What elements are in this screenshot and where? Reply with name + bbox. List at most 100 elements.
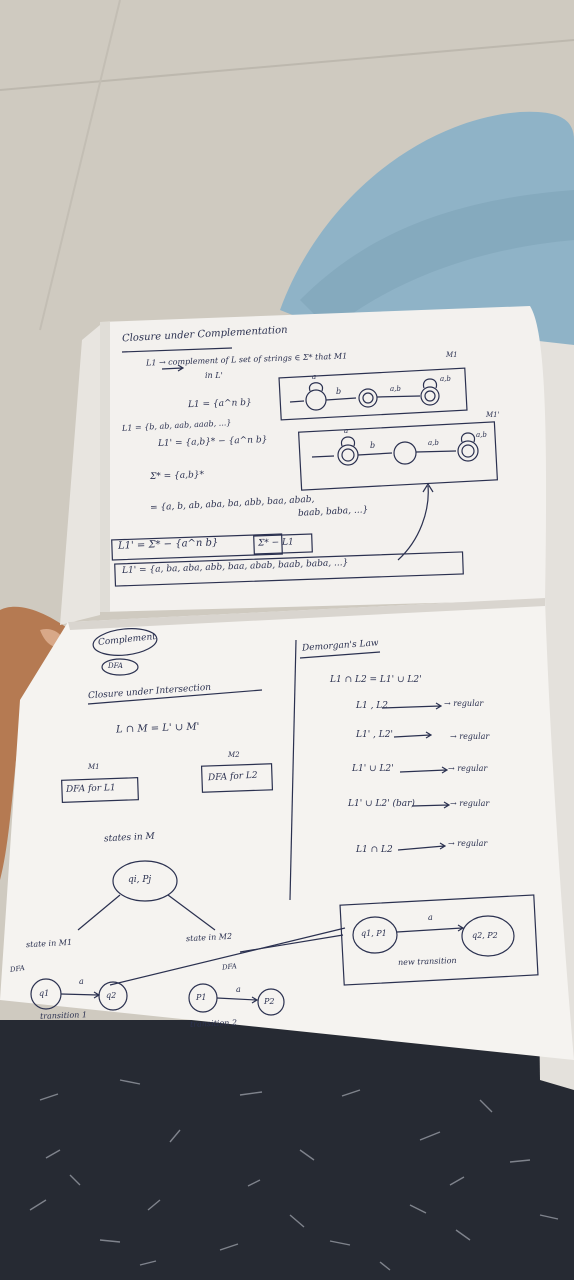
dfa-m1prime-state-1	[393, 441, 417, 465]
state-q2-circle	[98, 981, 128, 1011]
top-page	[100, 306, 547, 612]
boxed-eq1b: Σ* − L1	[257, 537, 294, 549]
demorgan-row-1-expr: L1 ∩ L2 = L1' ∪ L2'	[330, 675, 422, 685]
dfa-l2-box	[200, 763, 274, 793]
dfa-small-circle	[101, 658, 139, 676]
demorgan-arrow-1	[381, 702, 443, 710]
dfa-small: DFA	[108, 662, 123, 670]
new-transition-edge	[396, 924, 465, 933]
dfa-m1prime-state-2	[457, 440, 479, 462]
pair-q2p2-label: q2, P2	[472, 931, 498, 940]
dfa-m1-loop-2	[422, 378, 438, 389]
state-p1-label: P1	[196, 993, 207, 1002]
transition2-edge	[216, 996, 259, 1004]
demorgan-row-4-result: → regular	[448, 764, 488, 773]
dfa-m1prime-loop-2	[460, 432, 476, 443]
dfa1-edge2-label: a,b	[390, 385, 401, 393]
page-fold-shadow	[68, 598, 545, 630]
lap-fabric	[0, 1020, 574, 1280]
dfa-m1prime-start	[311, 455, 335, 458]
vertical-divider	[289, 639, 297, 901]
bottom-page	[0, 598, 574, 1060]
transition-2: transition 2	[189, 1018, 238, 1029]
dfa1-loop2-label: a,b	[440, 375, 451, 383]
dfa-m1prime-edge-b	[357, 452, 393, 456]
pair-q2p2-circle	[461, 915, 515, 957]
dfa-m1-edge-b	[325, 397, 357, 401]
edge-a-right: a	[236, 985, 241, 994]
complement-title-circle	[92, 628, 158, 656]
demorgan-row-3-result: → regular	[450, 732, 490, 741]
dfa-l1-box	[61, 777, 139, 803]
dfa-m1prime-edge-ab	[415, 450, 457, 453]
dfa-m1prime-loop-0	[340, 436, 356, 447]
demorgan-arrow-5	[397, 842, 447, 851]
dfa-m1-state-2-inner	[424, 390, 436, 402]
dfa-m1-loop-0	[308, 382, 324, 392]
dfa-m1-box	[278, 367, 468, 421]
fabric-pattern	[29, 1079, 559, 1271]
top-line2: in L'	[205, 371, 223, 380]
floor-tile-seam-2	[39, 0, 121, 331]
demorgan-row-3-expr: L1' , L2'	[356, 730, 393, 740]
page-stack-edge	[60, 325, 100, 625]
dfa-m1-start-arrow	[289, 400, 305, 403]
sigma-def: Σ* = {a,b}*	[149, 470, 205, 482]
dfa1-loop-label: a	[312, 373, 317, 381]
pair-q1p1-label: q1, P1	[361, 929, 387, 938]
demorgan-row-5-expr: L1' ∪ L2' (bar)	[348, 799, 415, 809]
dfa-m1-edge-ab	[376, 395, 421, 398]
boxed-eq1b-frame	[253, 533, 313, 555]
dfa2-edge1-label: b	[370, 441, 376, 450]
pair-state-circle	[112, 860, 178, 902]
top-page-drawings	[111, 347, 499, 587]
m1-prime-label: M1'	[486, 411, 500, 419]
m2-bottom-label: M2	[228, 751, 240, 759]
new-transition-edge-label: a	[428, 913, 433, 922]
demorgan-arrow-2	[393, 731, 433, 739]
dfa-m1prime-box	[297, 421, 499, 491]
m1-bottom-label: M1	[88, 763, 100, 771]
boxed-eq1-frame	[111, 533, 283, 561]
link-m2-to-box	[239, 934, 344, 953]
floor-tile-seam	[0, 39, 574, 91]
m1-label: M1	[446, 351, 458, 359]
dfa2-loop-label: a	[344, 427, 349, 435]
demorgan-row-6-expr: L1 ∩ L2	[356, 845, 393, 855]
dfa-m1-state-2	[420, 386, 440, 406]
heading-underline	[121, 347, 233, 353]
state-p2-circle	[257, 988, 285, 1016]
new-transition-box	[339, 894, 539, 986]
dfa-m1prime-state-2-inner	[461, 444, 475, 458]
tree-branch-left	[77, 894, 121, 931]
arrow-complement	[161, 364, 185, 372]
transition-1: transition 1	[39, 1010, 88, 1021]
edge-a-left: a	[79, 977, 84, 986]
dfa-for-l1: DFA for L1	[65, 783, 116, 795]
state-q1-label: q1	[39, 989, 50, 998]
state-q2-label: q2	[106, 991, 117, 1000]
demorgan-row-2-result: → regular	[444, 699, 484, 708]
demorgan-row-2-expr: L1 , L2	[356, 701, 388, 711]
dfa-m1-state-1-inner	[362, 392, 374, 404]
demorgan-arrow-4	[411, 801, 451, 809]
hand	[0, 606, 75, 880]
bottom-page-drawings	[30, 628, 539, 1016]
dfa-m1prime-state-0-inner	[341, 448, 355, 462]
dfa2-edge2-label: a,b	[428, 439, 439, 447]
closure-intersection-underline	[87, 689, 263, 705]
demorgan-underline	[299, 651, 381, 659]
state-p2-label: P2	[264, 997, 275, 1006]
demorgan-row-5-result: → regular	[450, 799, 490, 808]
dfa-m1-state-1	[358, 388, 378, 408]
boxed-eq2-frame	[114, 551, 464, 587]
tree-branch-right	[167, 894, 216, 931]
demorgan-row-4-expr: L1' ∪ L2'	[352, 764, 394, 774]
dfa2-loop2-label: a,b	[476, 431, 487, 439]
demorgan-row-6-result: → regular	[448, 839, 488, 848]
pair-state-label: qi, Pj	[128, 875, 152, 885]
link-m1-to-box	[109, 927, 346, 986]
pair-q1p1-circle	[352, 916, 398, 954]
demorgan-arrow-3	[399, 766, 449, 774]
